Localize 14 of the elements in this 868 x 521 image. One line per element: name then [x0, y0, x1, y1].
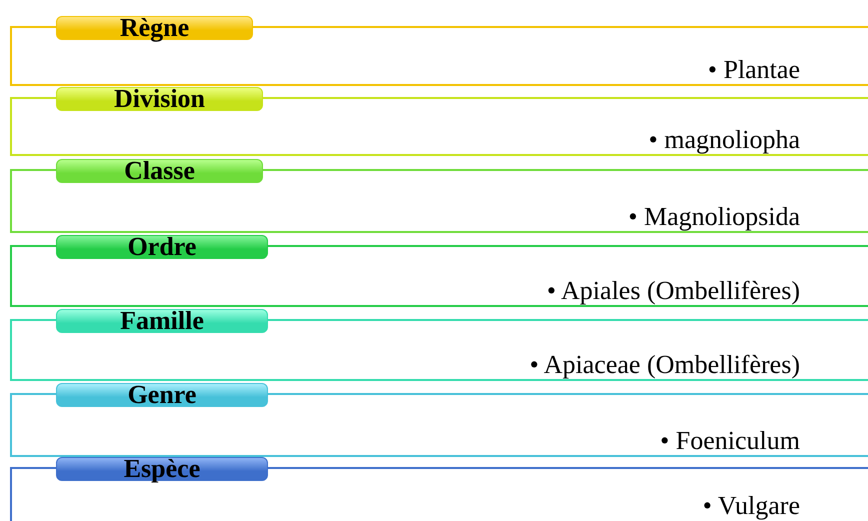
taxon-name: • Apiaceae (Ombellifères) [530, 350, 800, 380]
rank-tab: Genre [56, 383, 268, 407]
rank-tab: Règne [56, 16, 253, 40]
rank-tab: Division [56, 87, 263, 111]
taxon-name: • Apiales (Ombellifères) [546, 276, 800, 306]
taxon-name: • Magnoliopsida [628, 202, 800, 232]
rank-tab: Espèce [56, 457, 268, 481]
taxon-name: • magnoliopha [648, 125, 800, 155]
rank-tab: Classe [56, 159, 263, 183]
rank-tab: Ordre [56, 235, 268, 259]
rank-tab: Famille [56, 309, 268, 333]
taxon-name: • Foeniculum [660, 426, 800, 456]
taxon-name: • Plantae [708, 55, 800, 85]
taxon-name: • Vulgare [702, 491, 800, 521]
